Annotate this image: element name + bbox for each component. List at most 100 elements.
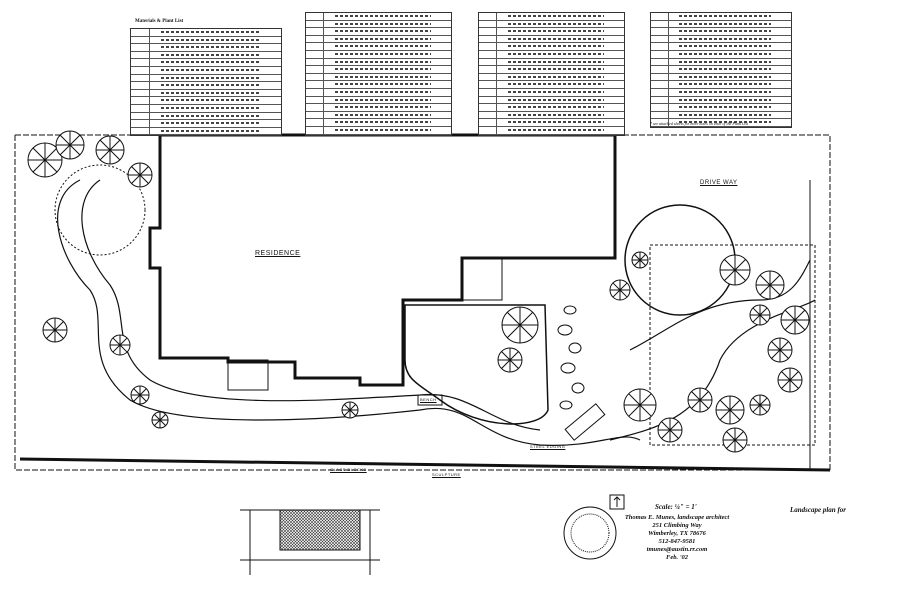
table-row — [306, 81, 451, 89]
table-row — [306, 43, 451, 51]
table-row — [479, 73, 624, 82]
table-row — [479, 126, 624, 135]
table-row — [651, 20, 791, 29]
tree-symbol — [42, 317, 68, 343]
table-row — [306, 73, 451, 82]
tree-symbol — [130, 385, 150, 405]
table-row — [306, 126, 451, 135]
plant-list-table-2 — [305, 12, 452, 136]
plant-list-table-1 — [130, 28, 282, 137]
table-row — [479, 88, 624, 97]
plant-list-table-4 — [650, 12, 792, 128]
city: Wimberley, TX 78676 — [648, 530, 706, 537]
plant-list-note: * see attached sheets for more notes on … — [650, 121, 749, 126]
driveway-label: DRIVE WAY — [700, 180, 738, 186]
title-block: Thomas E. Munes, landscape architect 251… — [617, 514, 737, 562]
table-row — [306, 111, 451, 120]
bench-left — [417, 394, 443, 406]
tree-symbol — [341, 401, 359, 419]
table-row — [131, 82, 281, 90]
tree-symbol — [719, 254, 751, 286]
table-row — [479, 35, 624, 44]
table-row — [651, 43, 791, 51]
tree-symbol — [501, 306, 539, 344]
table-row — [306, 96, 451, 105]
tree-symbol — [749, 394, 771, 416]
residence-label: RESIDENCE — [255, 250, 301, 257]
table-row — [479, 111, 624, 120]
tree-symbol — [631, 251, 649, 269]
tree-symbol — [657, 417, 683, 443]
bench-right — [564, 403, 606, 441]
table-row — [131, 89, 281, 98]
tree-symbol — [151, 411, 169, 429]
tree-symbol — [623, 388, 657, 422]
scale-label: Scale: ¼" = 1' — [655, 503, 697, 511]
table-row — [479, 50, 624, 59]
table-row — [479, 119, 624, 127]
email: tmunes@austin.rr.com — [646, 546, 708, 553]
tree-symbol — [715, 395, 745, 425]
table-row — [131, 127, 281, 136]
table-row — [651, 111, 791, 120]
table-row — [131, 51, 281, 60]
plant-list-title: Materials & Plant List — [135, 19, 184, 25]
table-row — [651, 66, 791, 74]
table-row — [306, 104, 451, 112]
table-row — [479, 96, 624, 105]
table-row — [651, 96, 791, 105]
tree-symbol — [722, 427, 748, 453]
table-row — [479, 81, 624, 89]
table-row — [306, 119, 451, 127]
fence-line — [19, 457, 831, 472]
table-row — [479, 28, 624, 36]
table-row — [131, 112, 281, 121]
table-row — [131, 104, 281, 113]
tree-symbol — [749, 304, 771, 326]
landscape-plan-for: Landscape plan for — [790, 506, 846, 514]
table-row — [306, 58, 451, 67]
entry — [227, 359, 269, 391]
stepping-stones — [557, 305, 585, 410]
tree-symbol — [109, 334, 131, 356]
table-row — [479, 104, 624, 112]
table-row — [651, 28, 791, 36]
porch — [461, 257, 503, 301]
table-row — [479, 13, 624, 21]
table-row — [479, 58, 624, 67]
table-row — [131, 74, 281, 83]
lawn-area — [404, 304, 549, 425]
tree-symbol — [687, 387, 713, 413]
table-row — [651, 13, 791, 21]
table-row — [651, 50, 791, 59]
table-row — [651, 58, 791, 67]
tree-symbol — [95, 135, 125, 165]
residence-outline — [148, 133, 617, 387]
table-row — [651, 81, 791, 89]
table-row — [479, 43, 624, 51]
table-row — [306, 13, 451, 21]
tree-symbol — [780, 305, 810, 335]
trellis-elevation — [240, 509, 380, 575]
table-row — [131, 66, 281, 75]
architect-name: Thomas E. Munes, landscape architect — [624, 514, 730, 521]
tree-symbol — [777, 367, 803, 393]
tree-symbol — [767, 337, 793, 363]
north-arrow — [609, 494, 625, 510]
phone: 512-847-9581 — [658, 538, 696, 545]
tree-symbol — [27, 142, 63, 178]
table-row — [131, 29, 281, 37]
table-row — [306, 35, 451, 44]
table-row — [651, 88, 791, 97]
table-row — [306, 88, 451, 97]
table-row — [479, 20, 624, 29]
table-row — [651, 119, 791, 127]
address: 251 Climbing Way — [652, 522, 702, 529]
plant-list-table-3 — [478, 12, 625, 136]
bench-label: BENCH — [420, 397, 437, 402]
table-row — [131, 97, 281, 105]
sculpture-label: SCULPTURE — [432, 472, 461, 477]
tree-symbol — [755, 270, 785, 300]
table-row — [651, 35, 791, 44]
